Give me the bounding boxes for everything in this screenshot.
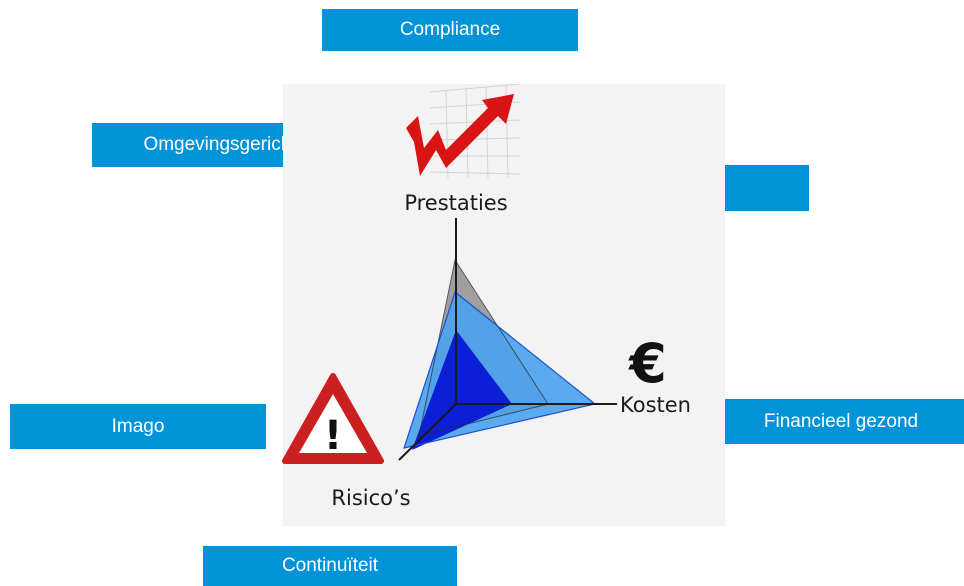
trend-up-arrow-icon <box>406 83 521 179</box>
axis-label-prestaties: Prestaties <box>404 191 507 215</box>
warning-mark: ! <box>324 413 342 459</box>
label-financieel-gezond: Financieel gezond <box>718 399 964 444</box>
axes <box>398 218 617 461</box>
label-compliance: Compliance <box>322 9 578 51</box>
warning-triangle-icon: ! <box>282 373 384 464</box>
label-continuiteit: Continuïteit <box>203 546 457 586</box>
axis-label-kosten: Kosten <box>620 393 691 417</box>
triangle-dark-blue <box>412 330 512 450</box>
axis-label-risicos: Risico’s <box>331 486 410 510</box>
label-imago: Imago <box>10 404 266 449</box>
euro-icon: € <box>627 332 667 395</box>
